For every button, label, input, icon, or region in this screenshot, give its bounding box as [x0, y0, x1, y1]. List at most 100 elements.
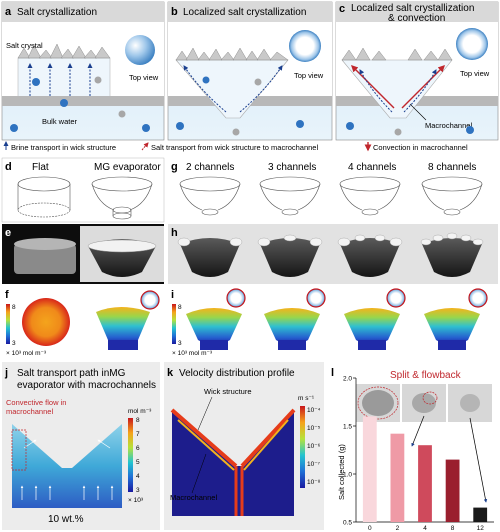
colorbar-f-min: 3: [12, 340, 16, 347]
channel-wireframes: [179, 176, 483, 216]
label-2-channels: 2 channels: [186, 162, 234, 173]
convection-arrows-c: [351, 65, 445, 109]
top-view-label-b: Top view: [294, 71, 324, 80]
x-tick-label: 8: [451, 525, 455, 532]
legend-salt-transport: Salt transport from wick structure to ma…: [151, 143, 318, 152]
x-tick-label: 0: [368, 525, 372, 532]
bar: [473, 507, 488, 522]
panel-l: l Split & flowback Salt collected (g) 0.…: [328, 362, 498, 532]
brine-arrows-a: [27, 63, 93, 96]
panel-f-label: f: [5, 289, 9, 301]
top-view-label-a: Top view: [129, 73, 159, 82]
colorbar-k-tick: 10⁻⁷: [307, 461, 321, 468]
colorbar-k: [300, 406, 305, 488]
salt-crystal-label: Salt crystal: [6, 41, 43, 50]
panel-d: d Flat MG evaporator: [1, 157, 165, 223]
colorbar-j-mult: × 10³: [128, 497, 144, 504]
bar: [445, 459, 460, 522]
colorbar-j-tick: 8: [136, 417, 140, 424]
legend-convection: Convection in macrochannel: [373, 143, 468, 152]
channel-concentration-maps: [186, 288, 488, 350]
panel-i-label: i: [171, 289, 174, 301]
panel-c: c Localized salt crystallization & conve…: [335, 1, 499, 141]
channel-photos: [177, 232, 484, 277]
bar: [390, 433, 405, 522]
top-view-sphere-c: [456, 28, 488, 60]
y-tick-label: 0.5: [343, 520, 352, 527]
x-tick-label: 12: [477, 525, 485, 532]
brine-arrows-c: [359, 69, 437, 113]
y-tick-label: 1.0: [343, 472, 352, 479]
x-tick-label: 2: [396, 525, 400, 532]
colorbar-k-tick: 10⁻⁶: [307, 443, 321, 450]
ions-b: [176, 76, 304, 136]
panel-g: g 2 channels 3 channels 4 channels 8 cha…: [168, 158, 498, 222]
bar: [362, 416, 377, 522]
panel-e-label: e: [5, 227, 11, 239]
panel-j-title-1: Salt transport path inMG: [17, 368, 126, 379]
flat-concentration-map: [22, 298, 70, 346]
y-tick-label: 1.5: [343, 424, 352, 431]
wick-structure-label: Wick structure: [204, 387, 252, 396]
colorbar-j-tick: 5: [136, 459, 140, 466]
colorbar-i-min: 3: [178, 340, 182, 347]
colorbar-i-unit: × 10³ mol m⁻³: [172, 350, 213, 357]
macrochannel-label-c: Macrochannel: [425, 121, 472, 130]
salt-field-map: [12, 424, 122, 508]
colorbar-f: [6, 304, 10, 344]
top-view-label-c: Top view: [460, 69, 490, 78]
flat-label: Flat: [32, 162, 49, 173]
conv-label-1: Convective flow in: [6, 398, 66, 407]
salt-crystals-c: [341, 47, 453, 61]
concentration-label: 10 wt.%: [48, 514, 84, 525]
panel-b: b Localized salt crystallization Top vie…: [167, 1, 333, 141]
ions-c: [346, 122, 474, 136]
legend-row: Brine transport in wick structure Salt t…: [3, 141, 468, 152]
colorbar-j-tick: 6: [136, 445, 140, 452]
panel-j-title-2: evaporator with macrochannels: [17, 380, 156, 391]
panel-j: j Salt transport path inMG evaporator wi…: [2, 362, 160, 530]
colorbar-i: [172, 304, 176, 344]
mg-wireframe: [91, 176, 153, 220]
panel-k-label: k: [167, 367, 174, 379]
label-4-channels: 4 channels: [348, 162, 396, 173]
velocity-field-map: [172, 410, 294, 516]
flow-arrows-j: [20, 439, 114, 500]
panel-l-label: l: [331, 367, 334, 379]
panel-e: e: [2, 224, 164, 284]
colorbar-k-unit: m s⁻¹: [298, 395, 315, 402]
colorbar-i-max: 8: [178, 304, 182, 311]
top-view-sphere-b: [289, 30, 321, 62]
colorbar-k-tick: 10⁻⁸: [307, 479, 321, 486]
panel-b-title: Localized salt crystallization: [183, 7, 306, 18]
colorbar-j-tick: 3: [136, 487, 140, 494]
panel-h-label: h: [171, 227, 178, 239]
panel-a-title: Salt crystallization: [17, 7, 97, 18]
colorbar-j-tick: 4: [136, 473, 140, 480]
panel-b-label: b: [171, 6, 178, 18]
bars: [362, 416, 488, 522]
x-tick-label: 4: [423, 525, 427, 532]
panel-l-title: Split & flowback: [390, 370, 462, 381]
panel-j-label: j: [4, 367, 8, 379]
panel-k-title: Velocity distribution profile: [179, 368, 295, 379]
bar-pointer-arrows: [411, 415, 488, 503]
y-tick-label: 2.0: [343, 376, 352, 383]
panel-h: h: [168, 224, 498, 284]
panel-f: f 8 3 × 10³ mol m⁻³: [2, 286, 164, 358]
flat-wireframe: [17, 176, 71, 218]
panel-a: a Salt crystallization Salt crystal Top …: [1, 1, 165, 141]
brine-arrows-b: [183, 65, 283, 113]
colorbar-k-tick: 10⁻⁴: [307, 407, 321, 414]
panel-i: i 8 3 × 10³ mol m⁻³: [168, 286, 498, 358]
panel-g-label: g: [171, 161, 178, 173]
colorbar-f-max: 8: [12, 304, 16, 311]
top-view-sphere-a: [125, 35, 155, 65]
panel-d-label: d: [5, 161, 12, 173]
bar: [418, 445, 432, 522]
panel-c-label: c: [339, 3, 345, 15]
conv-label-2: macrochannel: [6, 407, 53, 416]
panel-k: k Velocity distribution profile Wick str…: [164, 362, 324, 530]
